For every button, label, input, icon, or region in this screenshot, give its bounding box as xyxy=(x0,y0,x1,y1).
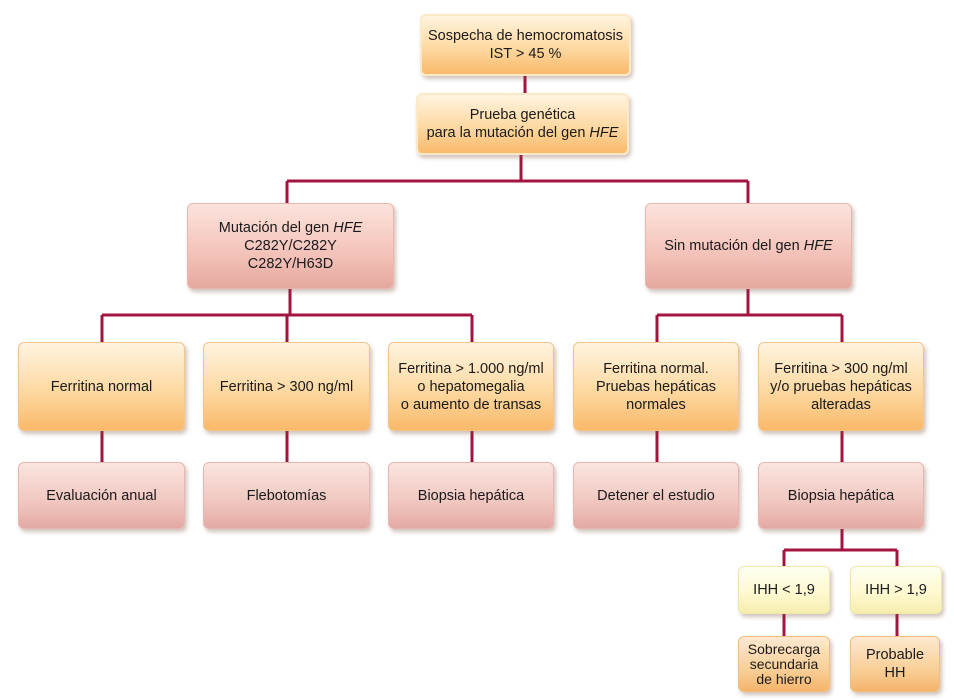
node-line: Detener el estudio xyxy=(597,487,715,504)
node-lines: Ferritina > 300 ng/ml xyxy=(220,378,353,396)
node-lines: Probable HH xyxy=(866,646,924,682)
node-line: Mutación del gen HFE xyxy=(218,220,363,236)
node-lines: Sin mutación del gen HFE xyxy=(664,237,832,255)
node-ferritin-300: Ferritina > 300 ng/ml xyxy=(203,342,370,431)
node-start: Sospecha de hemocromatosis IST > 45 % xyxy=(420,14,631,76)
node-biopsy-right: Biopsia hepática xyxy=(758,462,924,529)
node-line: Pruebas hepáticas xyxy=(595,378,717,395)
node-mutation: Mutación del gen HFE C282Y/C282Y C282Y/H… xyxy=(187,203,394,289)
node-line: C282Y/H63D xyxy=(247,256,334,272)
node-line: Probable xyxy=(865,647,925,663)
node-lines: Prueba genética para la mutación del gen… xyxy=(427,106,619,142)
node-biopsy-left: Biopsia hepática xyxy=(388,462,554,529)
node-line: Ferritina > 300 ng/ml xyxy=(774,360,908,377)
node-lines: IHH > 1,9 xyxy=(865,581,927,599)
node-line: Biopsia hepática xyxy=(787,487,895,504)
node-ferritin-normal-liver: Ferritina normal. Pruebas hepáticas norm… xyxy=(573,342,739,431)
node-line: IHH > 1,9 xyxy=(865,582,927,598)
node-line: o hepatomegalia xyxy=(417,378,525,395)
node-probable-hh: Probable HH xyxy=(850,636,940,692)
node-genetic-test: Prueba genética para la mutación del gen… xyxy=(416,93,629,155)
node-line: C282Y/C282Y xyxy=(244,238,337,254)
node-line: o aumento de transas xyxy=(400,396,542,413)
node-ihh-low: IHH < 1,9 xyxy=(738,566,830,614)
node-line: secundaria xyxy=(749,655,819,672)
node-lines: Ferritina > 1.000 ng/ml o hepatomegalia … xyxy=(398,360,543,414)
node-line: de hierro xyxy=(756,670,812,687)
node-ihh-high: IHH > 1,9 xyxy=(850,566,942,614)
gene-symbol: HFE xyxy=(589,125,619,141)
node-line: normales xyxy=(626,396,686,413)
node-lines: Ferritina > 300 ng/ml y/o pruebas hepáti… xyxy=(770,360,912,414)
node-line: Ferritina normal xyxy=(50,378,153,395)
node-lines: Ferritina normal xyxy=(51,378,153,396)
node-lines: Mutación del gen HFE C282Y/C282Y C282Y/H… xyxy=(219,219,362,273)
node-ferritin-normal: Ferritina normal xyxy=(18,342,185,431)
gene-symbol: HFE xyxy=(803,238,833,254)
node-line: Sospecha de hemocromatosis xyxy=(427,28,624,44)
node-ferritin-300-liver: Ferritina > 300 ng/ml y/o pruebas hepáti… xyxy=(758,342,924,431)
node-annual-eval: Evaluación anual xyxy=(18,462,185,529)
node-lines: Sobrecarga secundaria de hierro xyxy=(747,640,821,687)
node-stop-study: Detener el estudio xyxy=(573,462,739,529)
node-line: HH xyxy=(884,665,906,681)
node-line: para la mutación del gen HFE xyxy=(426,125,619,141)
node-lines: Sospecha de hemocromatosis IST > 45 % xyxy=(428,27,623,63)
node-phlebotomies: Flebotomías xyxy=(203,462,370,529)
node-line: Flebotomías xyxy=(246,487,327,504)
gene-symbol: HFE xyxy=(333,220,363,236)
node-line: Ferritina > 300 ng/ml xyxy=(219,378,354,395)
node-lines: Detener el estudio xyxy=(597,487,715,505)
node-line: Sin mutación del gen HFE xyxy=(664,238,833,254)
node-line: Sobrecarga xyxy=(747,640,821,657)
node-line: IHH < 1,9 xyxy=(753,582,815,598)
node-ferritin-1000: Ferritina > 1.000 ng/ml o hepatomegalia … xyxy=(388,342,554,431)
node-lines: Ferritina normal. Pruebas hepáticas norm… xyxy=(596,360,716,414)
node-lines: Biopsia hepática xyxy=(788,487,894,505)
node-line: y/o pruebas hepáticas xyxy=(770,378,912,395)
node-line: Ferritina > 1.000 ng/ml xyxy=(398,360,544,377)
node-line: Biopsia hepática xyxy=(417,487,525,504)
node-line: IST > 45 % xyxy=(489,46,562,62)
node-line: alteradas xyxy=(811,396,871,413)
node-lines: Flebotomías xyxy=(247,487,327,505)
node-line: Prueba genética xyxy=(469,107,576,123)
node-line: Evaluación anual xyxy=(46,487,157,504)
node-line: Ferritina normal. xyxy=(603,360,709,377)
node-lines: Biopsia hepática xyxy=(418,487,524,505)
node-lines: Evaluación anual xyxy=(46,487,156,505)
node-no-mutation: Sin mutación del gen HFE xyxy=(645,203,852,289)
node-lines: IHH < 1,9 xyxy=(753,581,815,599)
node-secondary-overload: Sobrecarga secundaria de hierro xyxy=(738,636,830,692)
